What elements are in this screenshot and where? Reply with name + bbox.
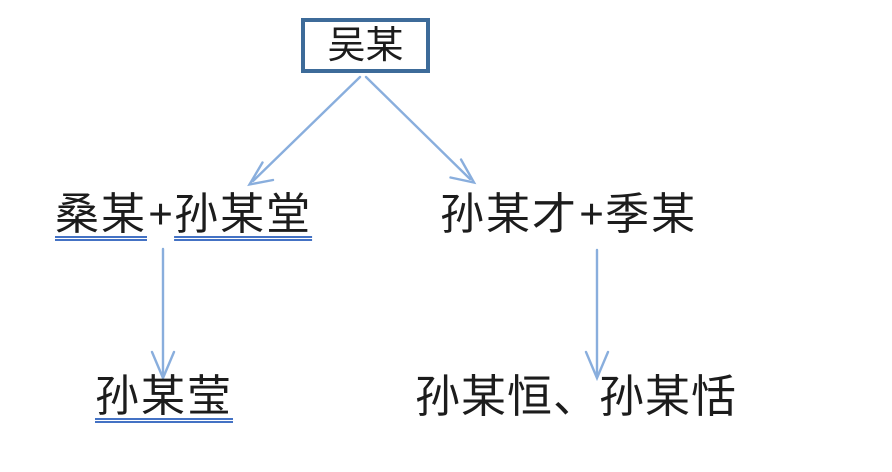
couple-right-spouse2: 季某	[605, 190, 698, 239]
child-left-label: 孙某莹	[95, 372, 233, 421]
couple-left-spouse1: 桑某	[55, 190, 147, 239]
child-right-label: 孙某恒、孙某恬	[415, 372, 738, 422]
couple-left-spouse2: 孙某堂	[174, 190, 313, 239]
root-node-box: 吴某	[301, 18, 430, 73]
plus-sign: +	[579, 190, 605, 239]
couple-right-spouse1: 孙某才	[440, 190, 578, 239]
root-node-label: 吴某	[327, 24, 404, 67]
arrow-left-couple-to-child	[150, 247, 176, 382]
arrow-root-to-left-couple	[247, 75, 362, 187]
plus-sign: +	[148, 190, 174, 239]
arrow-right-couple-to-children	[584, 248, 610, 382]
couple-node-left: 桑某+孙某堂	[55, 190, 312, 241]
child-node-right: 孙某恒、孙某恬	[415, 372, 737, 424]
arrow-root-to-right-couple	[364, 75, 477, 185]
child-node-left: 孙某莹	[95, 372, 233, 423]
couple-node-right: 孙某才+季某	[440, 190, 697, 241]
